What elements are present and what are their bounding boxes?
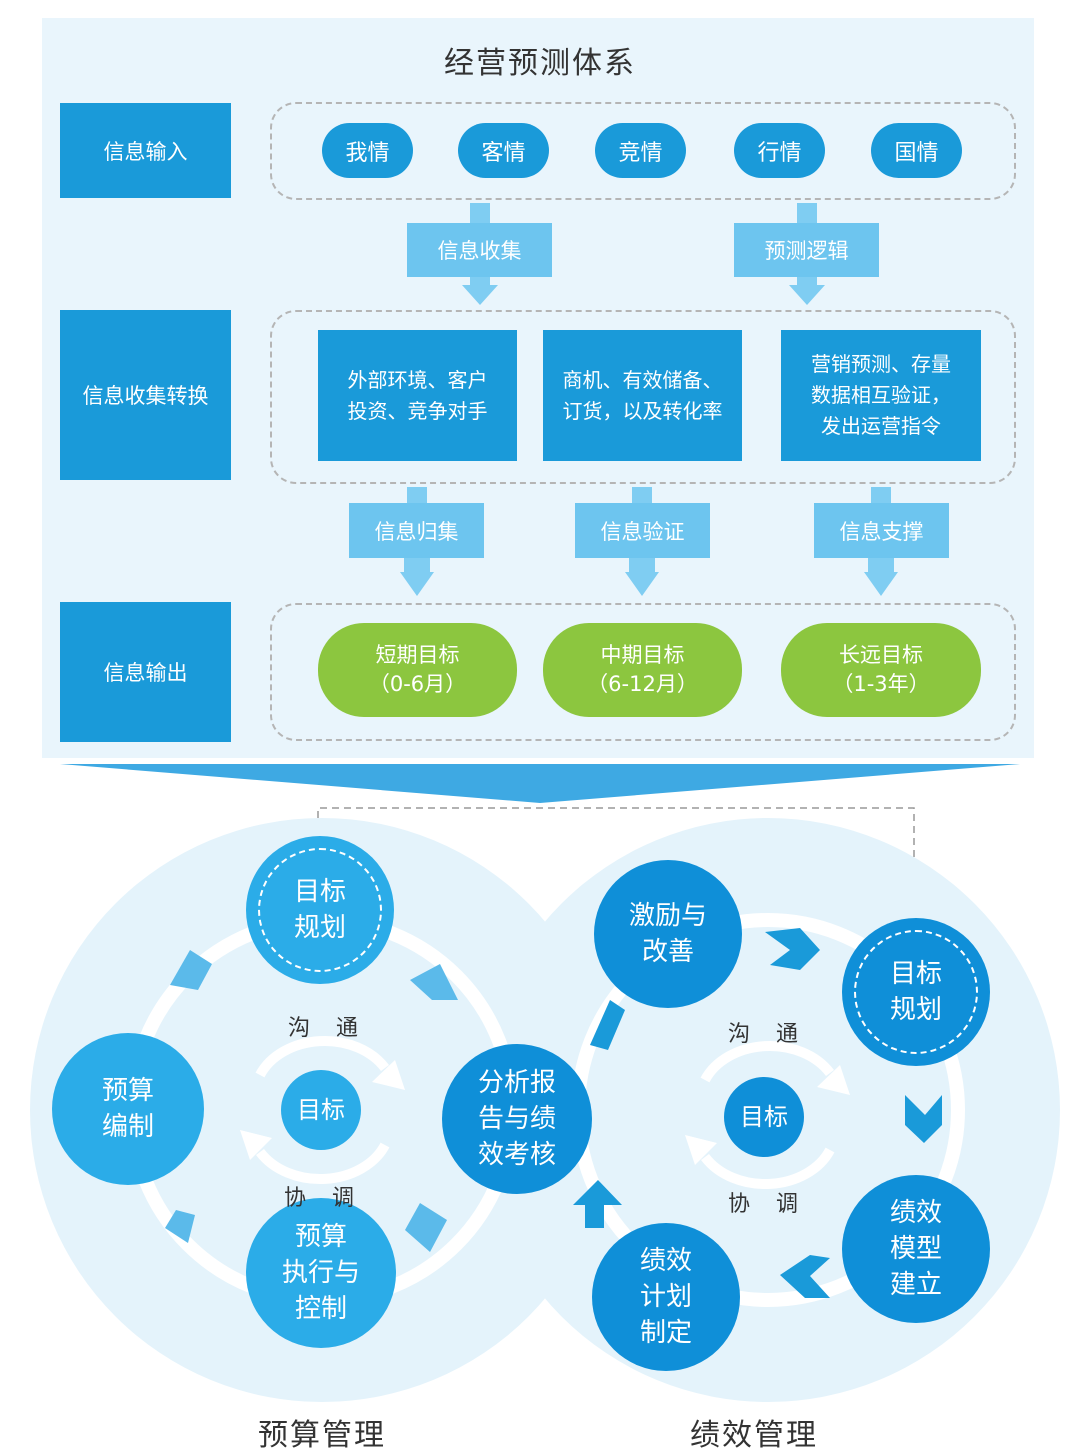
perf-plan: 绩效 计划 制定: [592, 1223, 740, 1371]
down-arrows-row2: [400, 487, 898, 596]
perf-center-goal: 目标: [724, 1077, 804, 1157]
row-label-input: 信息输入: [60, 103, 231, 198]
label-info-collect: 信息收集: [407, 223, 552, 277]
output-group: [270, 603, 1016, 741]
budget-label: 预算管理: [258, 1418, 386, 1453]
down-arrows-row1: [462, 203, 825, 305]
budget-center-goal: 目标: [281, 1070, 361, 1150]
budget-coordinate: 协调: [284, 1186, 381, 1211]
perf-communicate: 沟通: [728, 1022, 825, 1047]
page-title: 经营预测体系: [444, 46, 636, 81]
funnel-arrow: [60, 764, 1020, 803]
perf-model: 绩效 模型 建立: [842, 1175, 990, 1323]
perf-target-plan: 目标 规划: [842, 918, 990, 1066]
pill-self: 我情: [322, 123, 413, 178]
budget-execute: 预算 执行与 控制: [246, 1198, 396, 1348]
goal-short-term: 短期目标 （0-6月）: [318, 623, 517, 717]
budget-compile: 预算 编制: [52, 1033, 204, 1185]
input-group: [270, 102, 1016, 200]
budget-communicate: 沟通: [288, 1016, 385, 1041]
label-info-support: 信息支撑: [814, 503, 949, 558]
perf-incentive: 激励与 改善: [594, 860, 742, 1008]
pill-customer: 客情: [458, 123, 549, 178]
pill-country: 国情: [871, 123, 962, 178]
goal-mid-term: 中期目标 （6-12月）: [543, 623, 742, 717]
box-opportunity: 商机、有效储备、 订货，以及转化率: [543, 330, 742, 461]
budget-target-plan: 目标 规划: [246, 836, 394, 984]
box-external: 外部环境、客户 投资、竞争对手: [318, 330, 517, 461]
goal-long-term: 长远目标 （1-3年）: [781, 623, 981, 717]
box-marketing: 营销预测、存量 数据相互验证， 发出运营指令: [781, 330, 981, 461]
label-info-verify: 信息验证: [575, 503, 710, 558]
analysis-report-circle: 分析报 告与绩 效考核: [442, 1044, 592, 1194]
row-label-output: 信息输出: [60, 602, 231, 742]
convert-group: [270, 310, 1016, 484]
pill-industry: 行情: [734, 123, 825, 178]
pill-competition: 竞情: [595, 123, 686, 178]
perf-label: 绩效管理: [690, 1418, 818, 1453]
perf-coordinate: 协调: [728, 1192, 825, 1217]
label-info-gather: 信息归集: [349, 503, 484, 558]
row-label-convert: 信息收集转换: [60, 310, 231, 480]
label-forecast-logic: 预测逻辑: [734, 223, 879, 277]
